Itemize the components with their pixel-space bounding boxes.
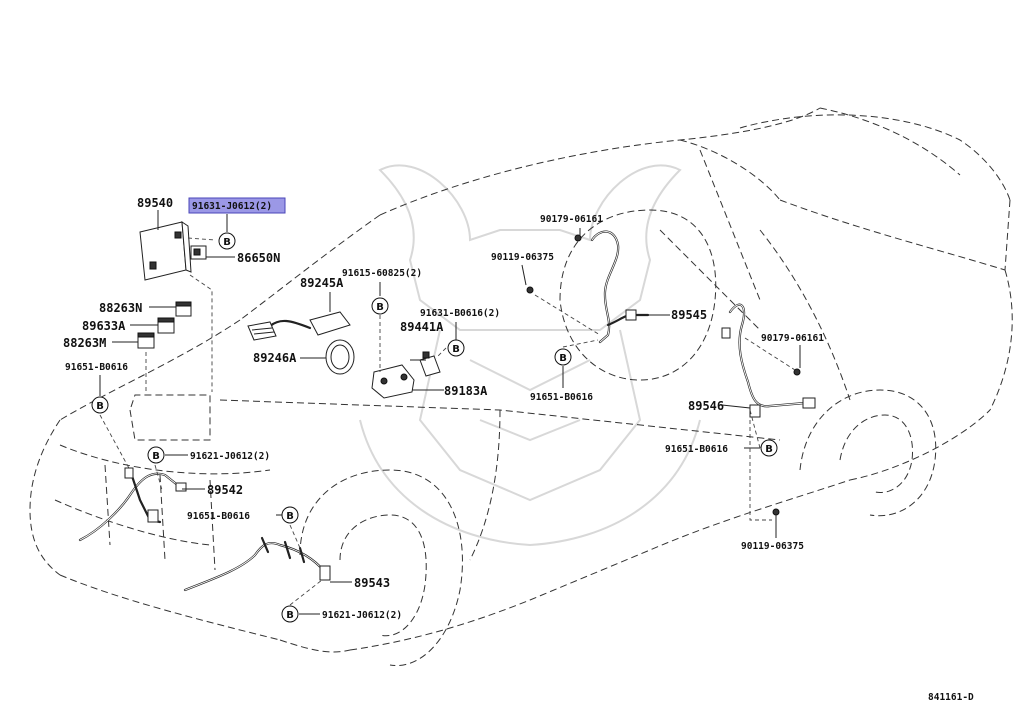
callout-90179-06161-right[interactable]: 90179-06161 [761,333,824,344]
callout-89540[interactable]: 89540 [137,196,173,210]
callout-89633a[interactable]: 89633A [82,319,126,333]
callout-90119-06375-top[interactable]: 90119-06375 [491,252,554,263]
callout-91651-b0616-center[interactable]: 91651-B0616 [530,392,593,403]
control-module-89540[interactable] [139,221,192,281]
callout-91651-b0616-lower[interactable]: 91651-B0616 [187,511,250,522]
b-marker-91631: B [447,339,465,357]
sensor-89245a[interactable] [247,311,351,341]
callout-88263m[interactable]: 88263M [63,336,106,350]
svg-text:B: B [376,302,384,313]
callout-90119-06375-bottom[interactable]: 90119-06375 [741,541,804,552]
callout-labels: 89540 91631-J0612(2) 86650N 88263N 89633… [63,196,974,703]
callout-91621-j0612-top[interactable]: 91621-J0612(2) [190,451,270,462]
callout-90179-06161-top[interactable]: 90179-06161 [540,214,603,225]
svg-text:B: B [152,451,160,462]
b-marker-91621-top: B [147,446,165,464]
b-marker-91621-bottom: B [281,605,299,623]
bolt-90119-top [526,286,534,294]
callout-91631-j0612[interactable]: 91631-J0612(2) [192,201,272,212]
buzzer-86650n[interactable] [190,245,207,260]
b-marker-left: B [91,396,109,414]
b-marker-right: B [760,439,778,457]
callout-89441a[interactable]: 89441A [400,320,444,334]
b-marker-91615: B [371,297,389,315]
callout-91631-b0616[interactable]: 91631-B0616(2) [420,308,500,319]
svg-text:B: B [286,511,294,522]
callout-89245a[interactable]: 89245A [300,276,344,290]
sensor-89441a[interactable] [419,351,441,377]
callout-89246a[interactable]: 89246A [253,351,297,365]
callout-89543[interactable]: 89543 [354,576,390,590]
vehicle-outline [29,107,1013,667]
reference-code: 841161-D [928,692,974,703]
harness-89545[interactable] [590,230,650,344]
harness-89542[interactable] [78,467,187,542]
watermark-emblem [359,164,701,547]
harness-89546[interactable] [721,303,816,418]
b-marker-center: B [554,348,572,366]
svg-text:B: B [452,344,460,355]
callout-91651-b0616-left[interactable]: 91651-B0616 [65,362,128,373]
callout-88263n[interactable]: 88263N [99,301,142,315]
callout-89546[interactable]: 89546 [688,399,724,413]
callout-91615-60825[interactable]: 91615-60825(2) [342,268,422,279]
harness-89543[interactable] [183,536,331,592]
callout-89545[interactable]: 89545 [671,308,707,322]
svg-text:B: B [765,444,773,455]
sensor-89633a[interactable] [157,317,175,334]
callout-91651-b0616-right[interactable]: 91651-B0616 [665,444,728,455]
svg-text:B: B [559,353,567,364]
svg-text:B: B [286,610,294,621]
bolt-90179-top [574,234,582,242]
callout-86650n[interactable]: 86650N [237,251,280,265]
callout-89183a[interactable]: 89183A [444,384,488,398]
relay-88263n[interactable] [175,301,192,317]
bracket-89183a[interactable] [371,364,415,399]
b-marker-top: B [218,232,236,250]
callout-91621-j0612-bottom[interactable]: 91621-J0612(2) [322,610,402,621]
highlight-box [188,197,286,214]
bolt-90179-right [793,368,801,376]
svg-text:B: B [96,401,104,412]
ring-sensor-89246a[interactable] [325,339,355,375]
b-marker-91651-lower: B [281,506,299,524]
svg-text:B: B [223,237,231,248]
bolt-90119-bottom [772,508,780,516]
leader-lines [99,210,801,615]
relay-88263m[interactable] [137,332,155,349]
callout-89542[interactable]: 89542 [207,483,243,497]
